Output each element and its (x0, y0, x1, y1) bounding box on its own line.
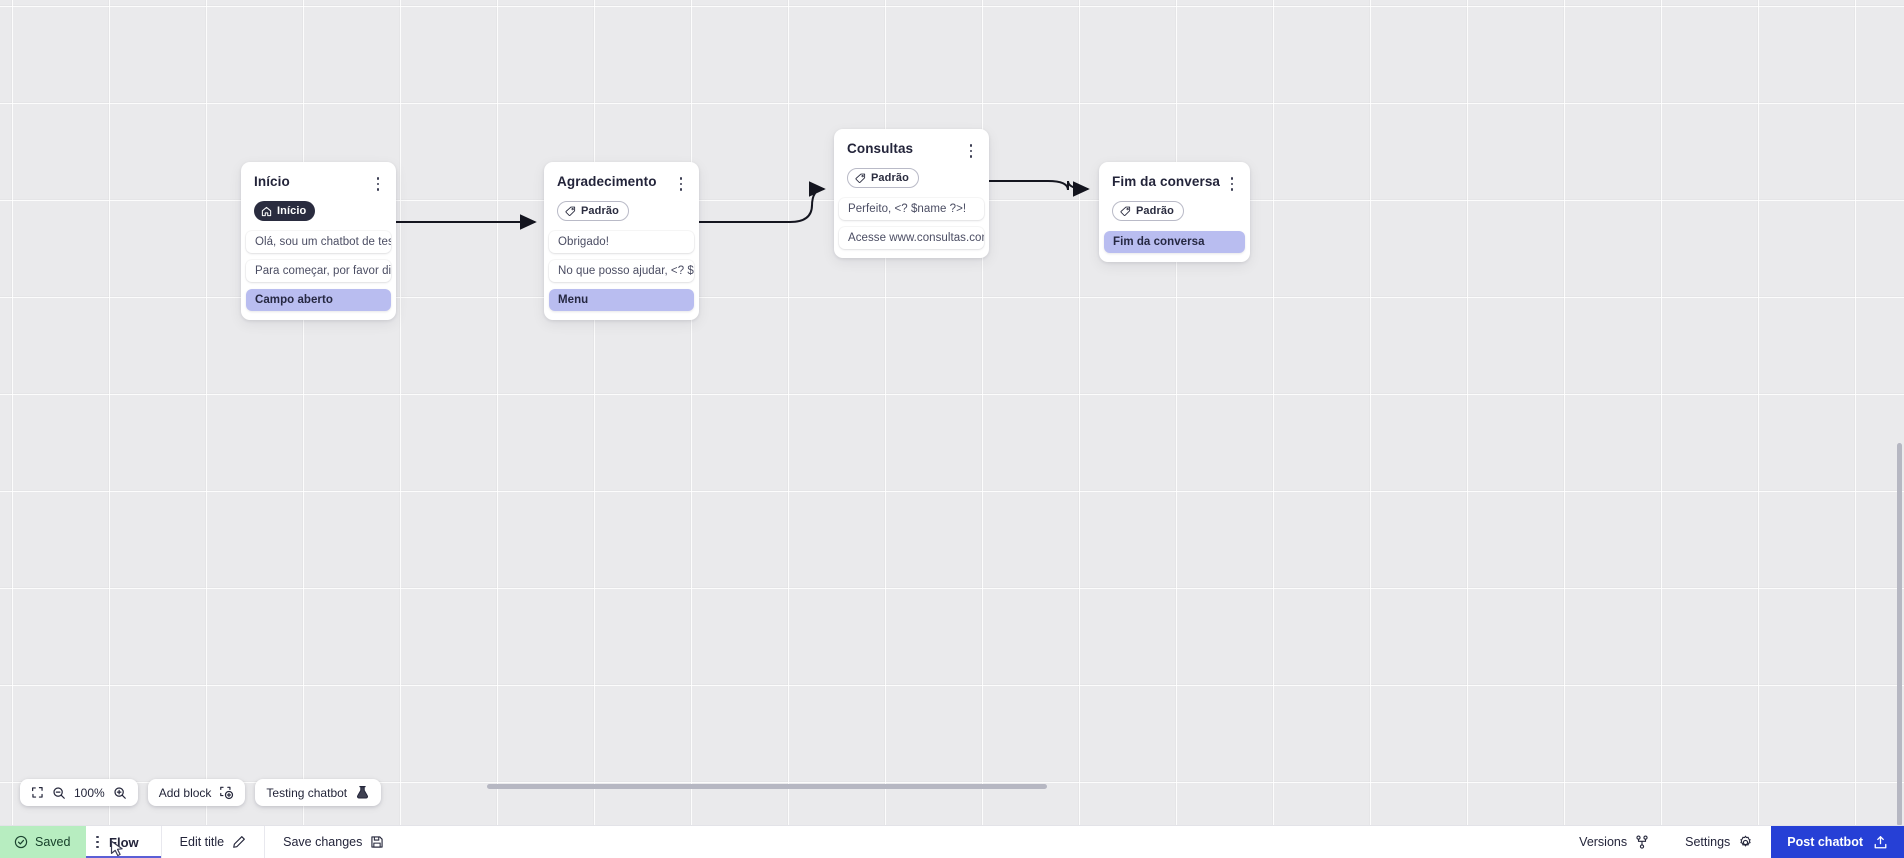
node-badge-row: Início (241, 193, 396, 222)
tab-flow-label: Flow (109, 834, 139, 850)
add-block-button[interactable]: Add block (147, 779, 246, 806)
saved-label: Saved (35, 835, 71, 849)
saved-status: Saved (0, 826, 87, 858)
pencil-icon (233, 836, 246, 848)
tab-active-underline (86, 855, 161, 858)
save-changes-button[interactable]: Save changes (265, 826, 402, 858)
save-changes-label: Save changes (283, 835, 363, 849)
flow-node-fim-da-conversa[interactable]: Fim da conversa Padrão Fim da conversa (1099, 162, 1250, 262)
node-menu-icon[interactable] (1225, 175, 1239, 193)
node-badge-inicio[interactable]: Início (254, 201, 316, 221)
node-header: Fim da conversa (1099, 171, 1250, 193)
flow-edges (396, 180, 1090, 230)
edit-title-button[interactable]: Edit title (162, 826, 266, 858)
node-badge-padrao[interactable]: Padrão (847, 168, 919, 188)
testing-chatbot-button[interactable]: Testing chatbot (255, 779, 382, 806)
gear-icon (1740, 835, 1751, 847)
node-row-accent[interactable]: Campo aberto (246, 288, 391, 311)
settings-label: Settings (1685, 835, 1731, 849)
node-badge-padrao[interactable]: Padrão (557, 201, 629, 221)
node-title: Consultas (847, 141, 914, 156)
zoom-in-icon[interactable] (113, 786, 127, 800)
add-block-icon (219, 785, 234, 800)
node-title: Início (254, 174, 290, 189)
tag-icon (565, 206, 576, 216)
check-circle-icon (14, 835, 28, 849)
node-header: Agradecimento (544, 171, 699, 193)
zoom-out-icon[interactable] (52, 786, 66, 800)
node-row[interactable]: Acesse www.consultas.com par... (839, 226, 984, 249)
node-badge-label: Padrão (871, 172, 909, 184)
node-header: Consultas (834, 138, 989, 160)
node-title: Fim da conversa (1112, 174, 1221, 189)
versions-button[interactable]: Versions (1561, 826, 1667, 858)
node-title: Agradecimento (557, 174, 657, 189)
git-branch-icon (1636, 835, 1648, 849)
node-rows: Fim da conversa (1099, 230, 1250, 253)
node-rows: Obrigado! No que posso ajudar, <? $name … (544, 230, 699, 311)
node-row[interactable]: Para começar, por favor digite o ... (246, 259, 391, 282)
fit-screen-icon[interactable] (31, 786, 44, 799)
floppy-disk-icon (371, 836, 384, 848)
flow-menu-icon[interactable] (96, 835, 100, 849)
status-bar: Saved Flow Edit title Save changes (0, 825, 1904, 858)
node-row[interactable]: Obrigado! (549, 230, 694, 253)
edge-agradecimento-consultas (699, 181, 826, 223)
node-row-accent[interactable]: Fim da conversa (1104, 230, 1245, 253)
zoom-level: 100% (74, 785, 105, 800)
node-badge-row: Padrão (1099, 193, 1250, 222)
tab-flow[interactable]: Flow (86, 826, 162, 858)
node-rows: Olá, sou um chatbot de teste! Para começ… (241, 230, 396, 311)
flow-canvas[interactable]: Início Início Olá, sou um chatbot de tes… (0, 0, 1904, 825)
node-row[interactable]: Olá, sou um chatbot de teste! (246, 230, 391, 253)
flask-icon (355, 785, 370, 800)
flow-node-agradecimento[interactable]: Agradecimento Padrão Obrigado! No que po… (544, 162, 699, 320)
node-menu-icon[interactable] (371, 175, 385, 193)
node-badge-label: Início (277, 205, 307, 217)
tag-icon (1120, 206, 1131, 216)
flow-node-consultas[interactable]: Consultas Padrão Perfeito, <? $name ?>! … (834, 129, 989, 258)
horizontal-scrollbar[interactable] (487, 784, 1047, 789)
tag-icon (855, 173, 866, 183)
node-row-accent[interactable]: Menu (549, 288, 694, 311)
edge-consultas-fim (989, 180, 1090, 197)
post-chatbot-label: Post chatbot (1787, 835, 1863, 849)
node-rows: Perfeito, <? $name ?>! Acesse www.consul… (834, 197, 989, 249)
post-chatbot-button[interactable]: Post chatbot (1771, 826, 1904, 858)
node-badge-label: Padrão (581, 205, 619, 217)
node-menu-icon[interactable] (964, 142, 978, 160)
canvas-toolbar: 100% Add block Testing chatbot (20, 779, 382, 806)
settings-button[interactable]: Settings (1667, 826, 1771, 858)
add-block-label: Add block (158, 785, 212, 800)
node-row[interactable]: No que posso ajudar, <? $name ... (549, 259, 694, 282)
flow-node-inicio[interactable]: Início Início Olá, sou um chatbot de tes… (241, 162, 396, 320)
node-badge-row: Padrão (834, 160, 989, 189)
vertical-scrollbar[interactable] (1897, 443, 1902, 825)
testing-chatbot-label: Testing chatbot (266, 785, 348, 800)
node-badge-row: Padrão (544, 193, 699, 222)
edit-title-label: Edit title (179, 835, 225, 849)
node-badge-padrao[interactable]: Padrão (1112, 201, 1184, 221)
node-header: Início (241, 171, 396, 193)
home-icon (261, 206, 272, 216)
node-badge-label: Padrão (1136, 205, 1174, 217)
zoom-controls: 100% (20, 779, 138, 806)
node-menu-icon[interactable] (674, 175, 688, 193)
status-bar-right: Versions Settings Post chatbot (1561, 826, 1904, 858)
versions-label: Versions (1579, 835, 1628, 849)
upload-icon (1874, 835, 1887, 848)
node-row[interactable]: Perfeito, <? $name ?>! (839, 197, 984, 220)
